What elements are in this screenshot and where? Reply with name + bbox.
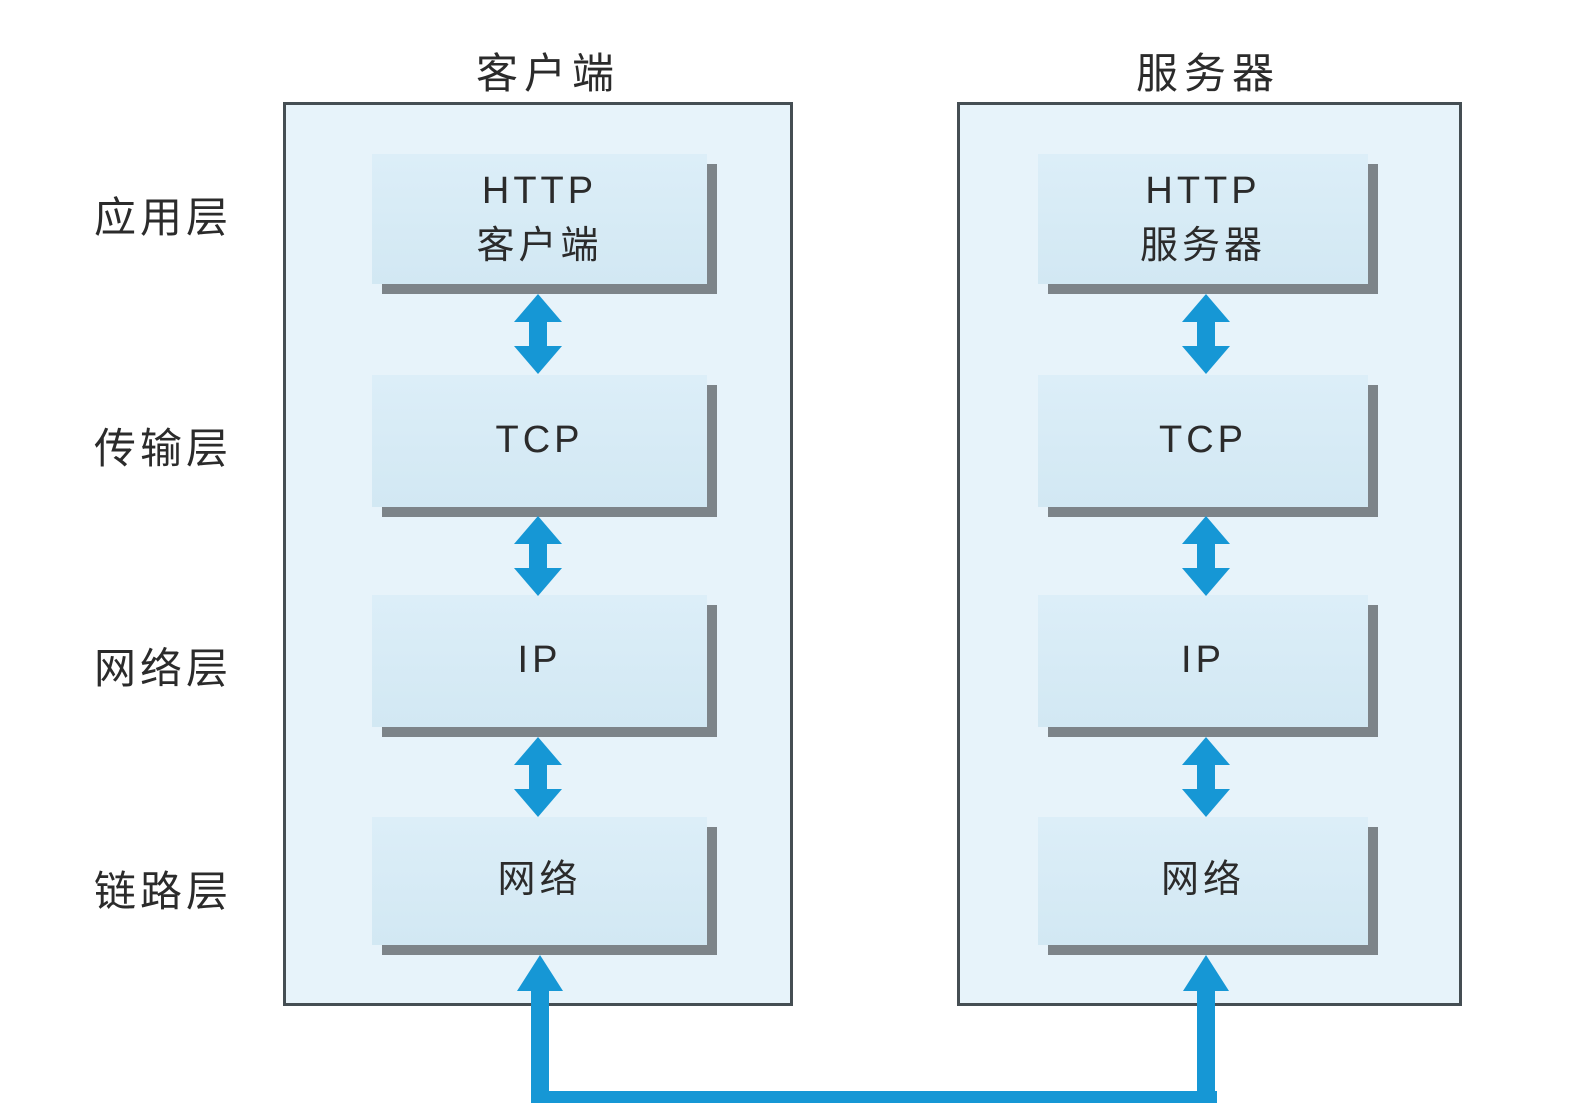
client-tcp-label: TCP (495, 419, 584, 462)
client-tcp-box: TCP (372, 375, 707, 507)
client-column-title: 客户端 (475, 50, 620, 97)
server-network-box: 网络 (1038, 817, 1368, 945)
server-http-label-line1: HTTP (1145, 169, 1261, 212)
client-ip-label: IP (517, 639, 562, 682)
double-arrow-icon (514, 294, 562, 374)
server-tcp-box: TCP (1038, 375, 1368, 507)
double-arrow-icon (514, 516, 562, 596)
double-arrow-icon (1182, 516, 1230, 596)
client-ip-box: IP (372, 595, 707, 727)
client-http-box: HTTP 客户端 (372, 154, 707, 284)
layer-label-network: 网络层 (93, 645, 232, 692)
server-network-label: 网络 (1160, 859, 1245, 902)
layer-label-link: 链路层 (93, 868, 232, 915)
server-ip-label: IP (1181, 639, 1225, 682)
client-network-label: 网络 (497, 859, 582, 902)
client-http-label-line1: HTTP (481, 169, 598, 212)
server-http-box: HTTP 服务器 (1038, 154, 1368, 284)
server-http-label-line2: 服务器 (1139, 225, 1266, 267)
server-ip-box: IP (1038, 595, 1368, 727)
layer-label-transport: 传输层 (93, 425, 232, 472)
layer-label-application: 应用层 (93, 194, 232, 241)
double-arrow-icon (514, 737, 562, 817)
server-tcp-label: TCP (1159, 419, 1247, 462)
client-http-label-line2: 客户端 (476, 225, 603, 267)
server-column-title: 服务器 (1135, 50, 1280, 97)
client-network-box: 网络 (372, 817, 707, 945)
double-arrow-icon (1182, 294, 1230, 374)
double-arrow-icon (1182, 737, 1230, 817)
